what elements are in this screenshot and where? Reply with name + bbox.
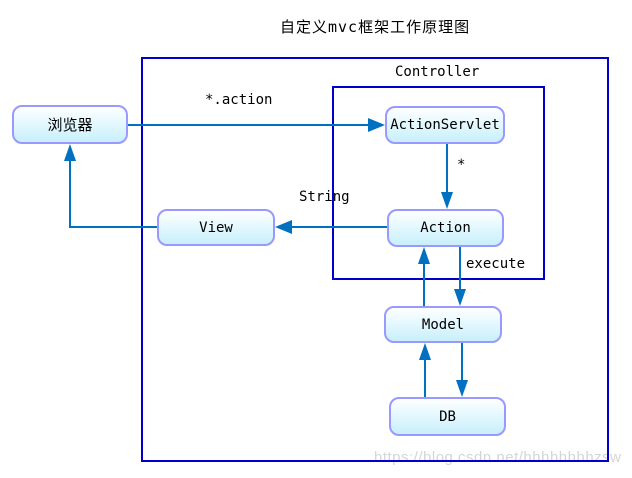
edge-model-to-db-arrowhead-icon — [456, 380, 468, 397]
edge-actionservlet-to-action-arrowhead-icon — [441, 192, 453, 209]
edge-label-action-pattern: *.action — [205, 92, 273, 108]
edge-model-to-action-line — [423, 263, 425, 306]
node-actionservlet-label: ActionServlet — [390, 117, 500, 133]
node-model: Model — [384, 306, 502, 343]
controller-frame — [332, 86, 545, 280]
edge-view-to-browser-vline — [69, 160, 71, 228]
edge-label-execute: execute — [466, 256, 526, 272]
edge-label-star: * — [457, 157, 466, 173]
edge-label-string: String — [299, 189, 350, 205]
node-actionservlet: ActionServlet — [385, 106, 505, 144]
edge-browser-to-actionservlet-line — [128, 124, 368, 126]
node-browser-label: 浏览器 — [47, 116, 93, 134]
edge-action-to-model-line — [459, 247, 461, 290]
edge-db-to-model-line — [424, 359, 426, 397]
node-db-label: DB — [439, 408, 456, 425]
node-action-label: Action — [420, 220, 471, 236]
edge-model-to-db-line — [461, 343, 463, 381]
node-action: Action — [387, 209, 504, 247]
controller-frame-label: Controller — [395, 64, 480, 80]
diagram-title: 自定义mvc框架工作原理图 — [280, 18, 471, 36]
node-browser: 浏览器 — [12, 105, 128, 144]
edge-action-to-view-arrowhead-icon — [275, 220, 292, 234]
edge-view-to-browser-hline — [69, 226, 157, 228]
node-view-label: View — [199, 219, 233, 236]
edge-actionservlet-to-action-line — [446, 144, 448, 192]
node-model-label: Model — [421, 316, 465, 333]
edge-model-to-action-arrowhead-icon — [418, 247, 430, 264]
edge-view-to-browser-arrowhead-icon — [64, 144, 76, 161]
edge-db-to-model-arrowhead-icon — [419, 343, 431, 360]
edge-browser-to-actionservlet-arrowhead-icon — [368, 118, 385, 132]
node-view: View — [157, 209, 275, 246]
edge-action-to-view-line — [292, 226, 387, 228]
node-db: DB — [389, 397, 506, 436]
outer-frame — [141, 57, 609, 462]
edge-action-to-model-arrowhead-icon — [454, 289, 466, 306]
